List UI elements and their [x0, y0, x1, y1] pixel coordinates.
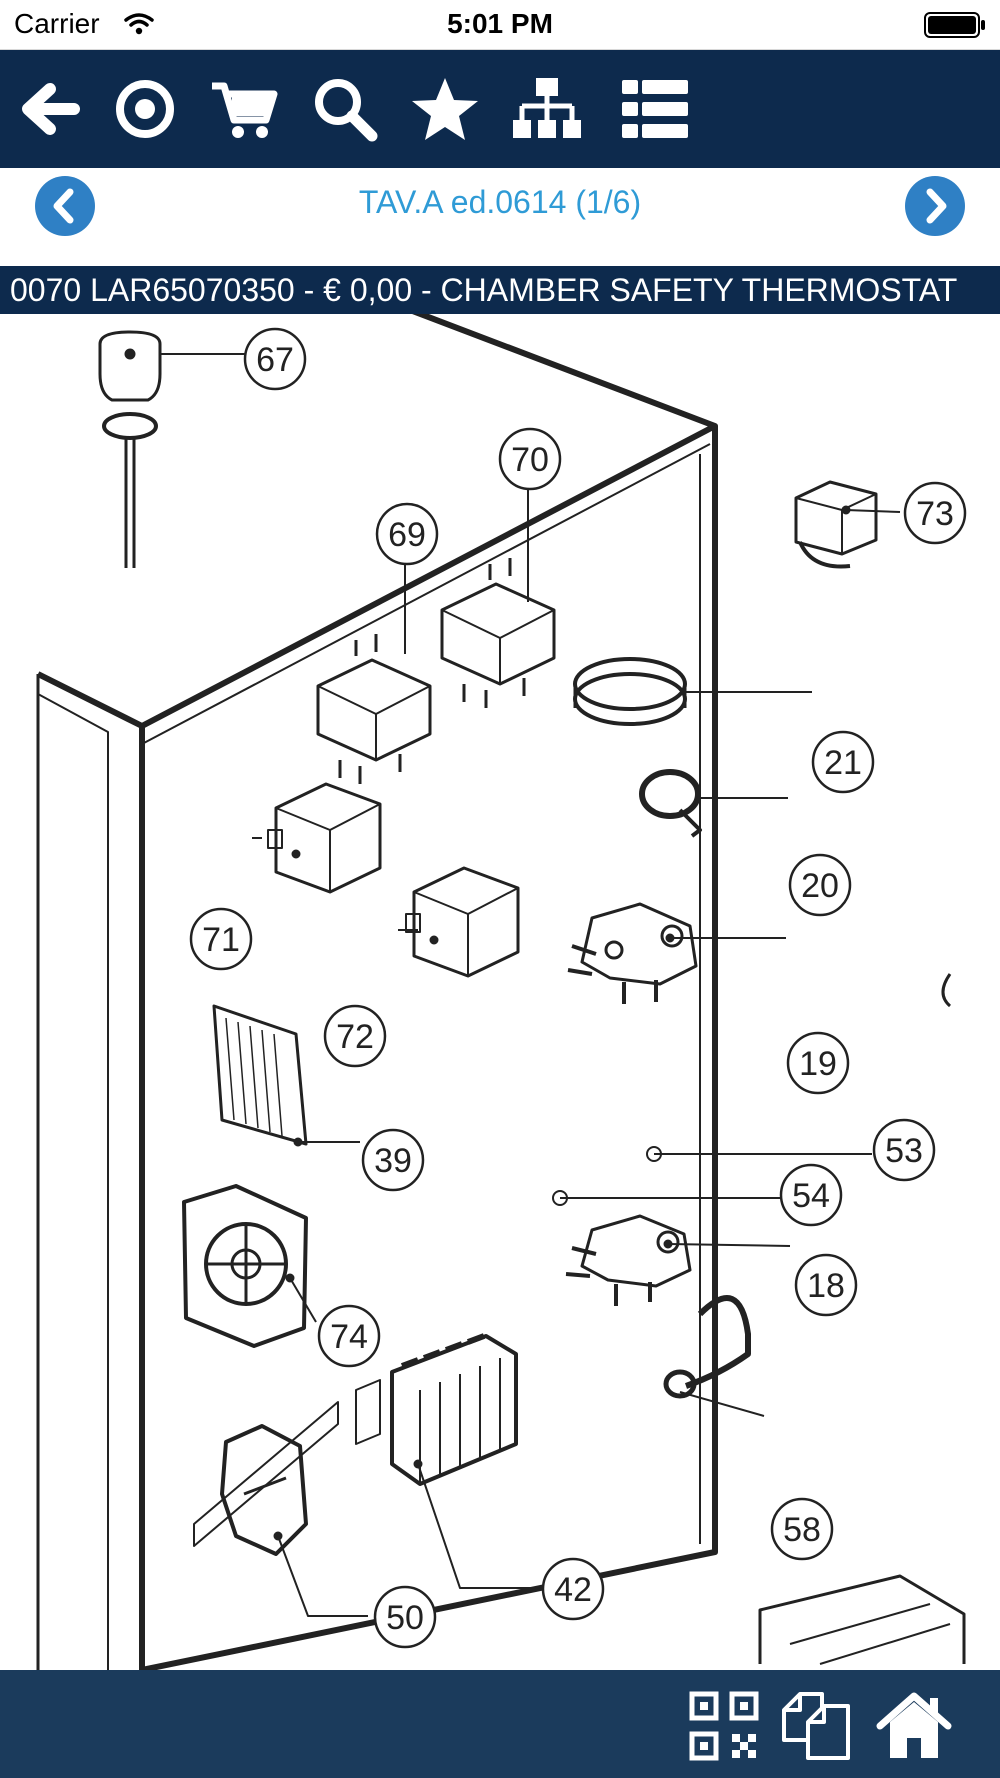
main-toolbar — [0, 50, 1000, 168]
battery-icon — [924, 12, 985, 38]
wifi-icon — [124, 13, 154, 35]
star-icon[interactable] — [410, 74, 480, 144]
callout-53[interactable]: 53 — [885, 1132, 923, 1170]
search-icon[interactable] — [310, 74, 380, 144]
chevron-right-icon — [926, 188, 947, 224]
exploded-parts-diagram[interactable]: 67 70 69 73 21 20 71 72 19 39 53 54 18 7… — [0, 314, 1000, 1670]
status-time: 5:01 PM — [447, 8, 553, 39]
qr-code-icon[interactable] — [686, 1688, 762, 1764]
callout-42[interactable]: 42 — [554, 1571, 592, 1609]
callout-20[interactable]: 20 — [801, 867, 839, 905]
callout-74[interactable]: 74 — [330, 1318, 368, 1356]
callout-58[interactable]: 58 — [783, 1511, 821, 1549]
cart-icon[interactable] — [208, 74, 278, 144]
callout-72[interactable]: 72 — [336, 1018, 374, 1056]
page-title: TAV.A ed.0614 (1/6) — [358, 184, 642, 220]
copy-pages-icon[interactable] — [778, 1688, 854, 1764]
callout-69[interactable]: 69 — [388, 516, 426, 554]
chevron-left-icon — [53, 188, 74, 224]
next-page-button[interactable] — [905, 176, 965, 236]
callout-70[interactable]: 70 — [511, 441, 549, 479]
callout-39[interactable]: 39 — [374, 1142, 412, 1180]
carrier-label: Carrier — [14, 8, 100, 39]
callout-67[interactable]: 67 — [256, 341, 294, 379]
callout-18[interactable]: 18 — [807, 1267, 845, 1305]
bottom-toolbar — [0, 1670, 1000, 1778]
prev-page-button[interactable] — [35, 176, 95, 236]
home-icon[interactable] — [876, 1688, 952, 1764]
page-navigation: TAV.A ed.0614 (1/6) — [0, 168, 1000, 268]
list-icon[interactable] — [620, 74, 690, 144]
target-icon[interactable] — [110, 74, 180, 144]
back-arrow-icon[interactable] — [14, 74, 84, 144]
diagram-canvas: 67 70 69 73 21 20 71 72 19 39 53 54 18 7… — [36, 314, 967, 1670]
status-bar: Carrier 5:01 PM — [0, 0, 1000, 50]
callout-54[interactable]: 54 — [792, 1177, 830, 1215]
callout-19[interactable]: 19 — [799, 1045, 837, 1083]
callout-73[interactable]: 73 — [916, 495, 954, 533]
selected-part-banner: 0070 LAR65070350 - € 0,00 - CHAMBER SAFE… — [0, 266, 1000, 314]
sitemap-icon[interactable] — [512, 74, 582, 144]
callout-50[interactable]: 50 — [386, 1599, 424, 1637]
callout-71[interactable]: 71 — [202, 921, 240, 959]
callout-21[interactable]: 21 — [824, 744, 862, 782]
